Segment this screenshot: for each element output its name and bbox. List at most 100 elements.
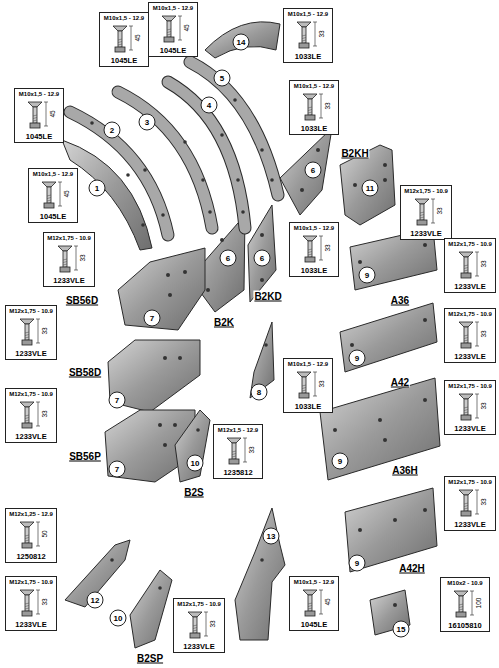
callout-number: 7: [109, 461, 126, 478]
bolt-spec: M10x1,5 - 12.9: [17, 91, 61, 98]
bolt-length: 33: [480, 260, 487, 267]
callout-number: 1: [89, 180, 106, 197]
bolt-length: 33: [79, 254, 86, 261]
callout-number: 9: [349, 555, 366, 572]
bolt-length: 33: [209, 620, 216, 627]
bolt-callout-box: M12x1,75 - 10.9331233VLE: [43, 232, 95, 287]
bolt-icon-area: 33: [447, 248, 493, 282]
callout-number: 10: [110, 610, 127, 627]
bolt-code: 1233VLE: [447, 424, 493, 433]
bolt-callout-box: M10x1,5 - 12.9331033LE: [289, 222, 339, 277]
callout-number: 4: [201, 97, 218, 114]
callout-number: 12: [87, 592, 104, 609]
share-part: [280, 128, 332, 215]
bolt-code: 1233VLE: [447, 282, 493, 291]
bolt-length: 45: [63, 190, 70, 197]
landside-plate: [320, 378, 440, 480]
bolt-icon-area: 33: [46, 242, 92, 276]
bolt-icon-area: 33: [286, 368, 330, 402]
bolt-length: 33: [436, 207, 443, 214]
bolt-length: 45: [183, 24, 190, 31]
callout-number: 3: [139, 114, 156, 131]
bolt-length: 45: [49, 110, 56, 117]
bolt-callout-box: M10x1,5 - 12.9451045LE: [99, 12, 149, 67]
strip-part: [70, 112, 168, 235]
bolt-icon-area: 100: [443, 587, 487, 621]
callout-number: 6: [254, 250, 271, 267]
bolt-spec: M12x1,75 - 10.9: [176, 601, 222, 608]
landside-plate: [345, 488, 437, 572]
bolt-callout-box: M12x1,75 - 10.9331233VLE: [5, 305, 57, 360]
bolt-length: 33: [41, 410, 48, 417]
bolt-icon-area: 50: [8, 518, 54, 552]
callout-number: 7: [144, 310, 161, 327]
bolt-callout-box: M10x1,5 - 12.9451045LE: [28, 168, 78, 223]
bolt-code: 1045LE: [17, 132, 61, 141]
bolt-spec: M10x1,5 - 12.9: [286, 361, 330, 368]
bolt-spec: M12x1,75 - 10.9: [447, 479, 493, 486]
bolt-icon-area: 45: [17, 98, 61, 132]
bolt-callout-box: M12x1,75 - 10.9331233VLE: [173, 598, 225, 653]
bolt-code: 1033LE: [292, 124, 336, 133]
bolt-callout-box: M10x1,5 - 12.9331033LE: [289, 80, 339, 135]
bolt-code: 1033LE: [286, 402, 330, 411]
bolt-code: 1045LE: [151, 46, 195, 55]
bolt-callout-box: M10x1,5 - 12.9 45 1045LE: [14, 88, 64, 143]
callout-number: 6: [305, 162, 322, 179]
bolt-callout-box: M12x1,75 - 10.9 33 1233VLE: [5, 388, 57, 443]
bolt-length: 33: [318, 30, 325, 37]
strip-part: [70, 112, 168, 235]
bolt-spec: M12x1,75 - 10.9: [46, 235, 92, 242]
callout-number: 15: [393, 621, 410, 638]
bolt-code: 1233VLE: [447, 520, 493, 529]
part-name: B2K: [213, 317, 235, 328]
share-part: [118, 248, 205, 330]
point-part: [175, 410, 210, 482]
callout-number: 11: [362, 180, 379, 197]
bolt-spec: M12x1,5 - 12.9: [216, 427, 260, 434]
bolt-callout-box: M12x1,75 - 10.9331233VLE: [444, 308, 496, 363]
bolt-spec: M12x1,25 - 12.9: [8, 511, 54, 518]
bolt-icon-area: 33: [447, 390, 493, 424]
bolt-icon-area: 45: [102, 22, 146, 56]
bolt-icon-area: 33: [8, 315, 54, 349]
bolt-length: 33: [324, 244, 331, 251]
bolt-icon-area: 33: [447, 318, 493, 352]
bolt-code: 1045LE: [31, 212, 75, 221]
bolt-length: 33: [480, 402, 487, 409]
callout-number: 10: [187, 455, 204, 472]
bolt-callout-box: M12x1,75 - 10.9331233VLE: [444, 476, 496, 531]
part-name: SB56D: [65, 295, 99, 306]
part-name: A42: [390, 377, 410, 388]
bolt-spec: M10x2 - 10.9: [443, 580, 487, 587]
bolt-length: 45: [324, 598, 331, 605]
callout-number: 2: [104, 122, 121, 139]
bolt-callout-box: M12x1,75 - 10.9 33 1233VLE: [400, 185, 452, 240]
mouldboard-part: [205, 22, 280, 58]
bolt-code: 1033LE: [286, 52, 330, 61]
callout-number: 14: [233, 34, 250, 51]
bolt-spec: M12x1,75 - 10.9: [403, 188, 449, 195]
bolt-code: 1233VLE: [8, 432, 54, 441]
bolt-spec: M10x1,5 - 12.9: [102, 15, 146, 22]
bolt-icon-area: 33: [286, 18, 330, 52]
bolt-callout-box: M10x2 - 10.910016105810: [440, 577, 490, 632]
bolt-icon-area: 33: [292, 232, 336, 266]
bolt-code: 16105810: [443, 621, 487, 630]
part-name: B2SP: [136, 653, 164, 664]
bolt-length: 50: [41, 530, 48, 537]
bolt-callout-box: M12x1,5 - 12.9331235812: [213, 424, 263, 479]
bolt-spec: M12x1,75 - 10.9: [8, 391, 54, 398]
part-name: B2KH: [340, 148, 369, 159]
landside-part: [235, 508, 285, 640]
callout-number: 5: [214, 70, 231, 87]
bolt-icon-area: 33: [8, 398, 54, 432]
bolt-code: 1033LE: [292, 266, 336, 275]
bolt-spec: M12x1,75 - 10.9: [447, 241, 493, 248]
bolt-length: 33: [480, 330, 487, 337]
callout-number: 13: [263, 528, 280, 545]
bolt-spec: M10x1,5 - 12.9: [286, 11, 330, 18]
bolt-code: 1233VLE: [403, 229, 449, 238]
bolt-spec: M12x1,75 - 10.9: [447, 383, 493, 390]
bolt-spec: M12x1,75 - 10.9: [8, 579, 54, 586]
